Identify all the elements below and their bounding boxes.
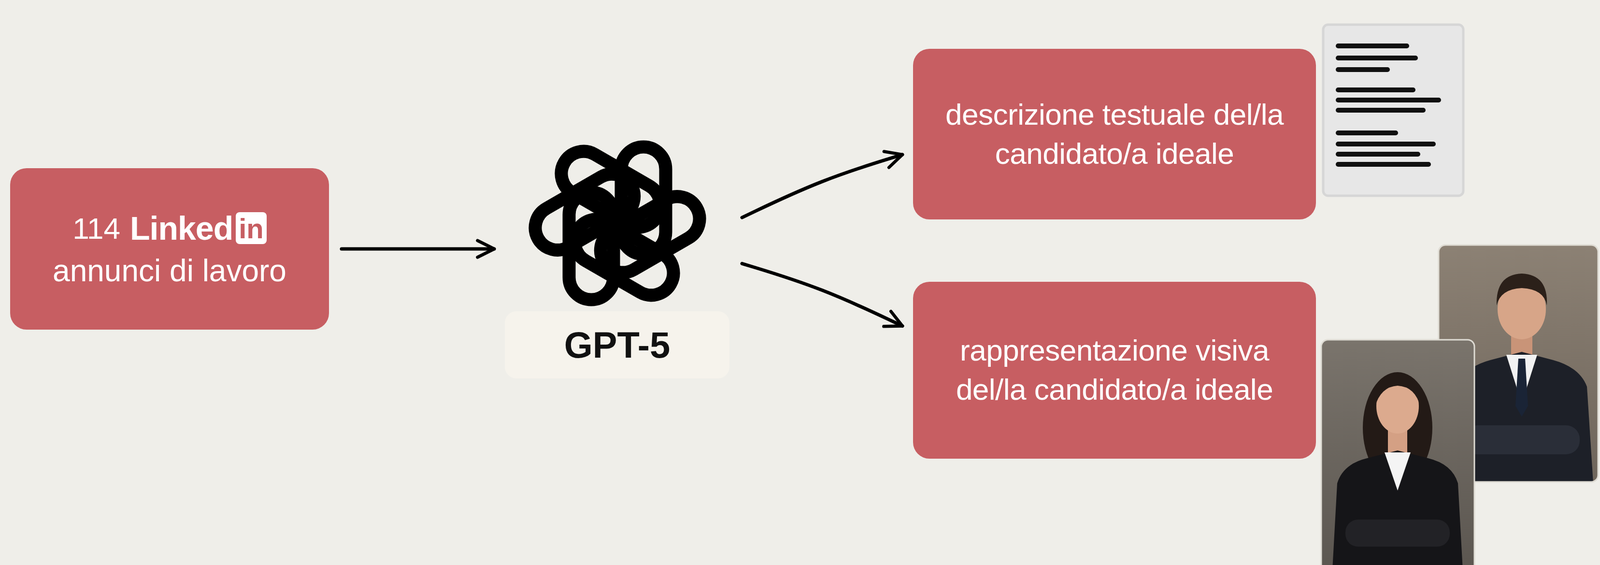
text-row: annunci di lavoro: [24, 246, 315, 289]
hair: [1496, 273, 1547, 306]
text-line: [1338, 141, 1434, 147]
text-line: [1338, 151, 1418, 157]
text-line: [1338, 130, 1396, 136]
flow-arrow: [742, 263, 903, 326]
text-line: [1338, 87, 1414, 93]
document-sheet: [1323, 24, 1464, 196]
woman-portrait: [1321, 339, 1475, 565]
flow-arrow: [742, 154, 903, 218]
crossed-arms: [1463, 425, 1580, 455]
logo-stroke: [553, 142, 669, 236]
text-line: [1338, 55, 1416, 61]
output-box: rappresentazione visiva del/la candidato…: [913, 281, 1316, 459]
model-name: GPT-5: [564, 323, 671, 366]
portrait-photo: [1321, 339, 1475, 565]
text-line: [1338, 67, 1388, 72]
brand-wordmark: Linked: [129, 209, 233, 247]
output-box: descrizione testuale del/la candidato/a …: [913, 48, 1316, 220]
text-row: rappresentazione visiva del/la candidato…: [927, 330, 1302, 409]
flow-arrow: [341, 247, 495, 251]
label-pill: GPT-5: [504, 311, 730, 379]
node-content: rappresentazione visiva del/la candidato…: [913, 320, 1316, 420]
logo-link: [553, 142, 669, 236]
text-line: [1338, 43, 1407, 49]
brand-badge: in: [235, 212, 267, 244]
model-node: GPT-5: [504, 140, 730, 378]
box-label: descrizione testuale del/la candidato/a …: [927, 95, 1302, 173]
node-content: 114Linkedin annunci di lavoro: [10, 198, 329, 300]
node-content: descrizione testuale del/la candidato/a …: [913, 84, 1316, 184]
hair: [1374, 373, 1421, 407]
text-line: [1338, 107, 1424, 113]
suit: [1332, 450, 1463, 565]
box-label: annunci di lavoro: [52, 252, 287, 289]
text-line: [1338, 161, 1429, 167]
document-lines: [1338, 45, 1439, 165]
logo-link: [527, 165, 643, 258]
source-box: 114Linkedin annunci di lavoro: [10, 168, 329, 330]
shirt: [1384, 452, 1411, 491]
photo-background: [1321, 339, 1475, 565]
count-number: 114: [72, 211, 121, 246]
text-row: 114Linkedin: [24, 209, 315, 247]
tie: [1515, 358, 1529, 417]
box-label: rappresentazione visiva del/la candidato…: [927, 330, 1302, 409]
model-logo: [527, 142, 708, 303]
document-icon: [1323, 24, 1464, 196]
logo-stroke: [527, 165, 643, 258]
text-row: GPT-5: [519, 323, 715, 366]
text-row: descrizione testuale del/la candidato/a …: [927, 95, 1302, 173]
node-content: GPT-5: [504, 313, 730, 377]
text-line: [1338, 97, 1439, 103]
crossed-arms: [1345, 519, 1450, 547]
photo-frame: [1321, 339, 1475, 565]
